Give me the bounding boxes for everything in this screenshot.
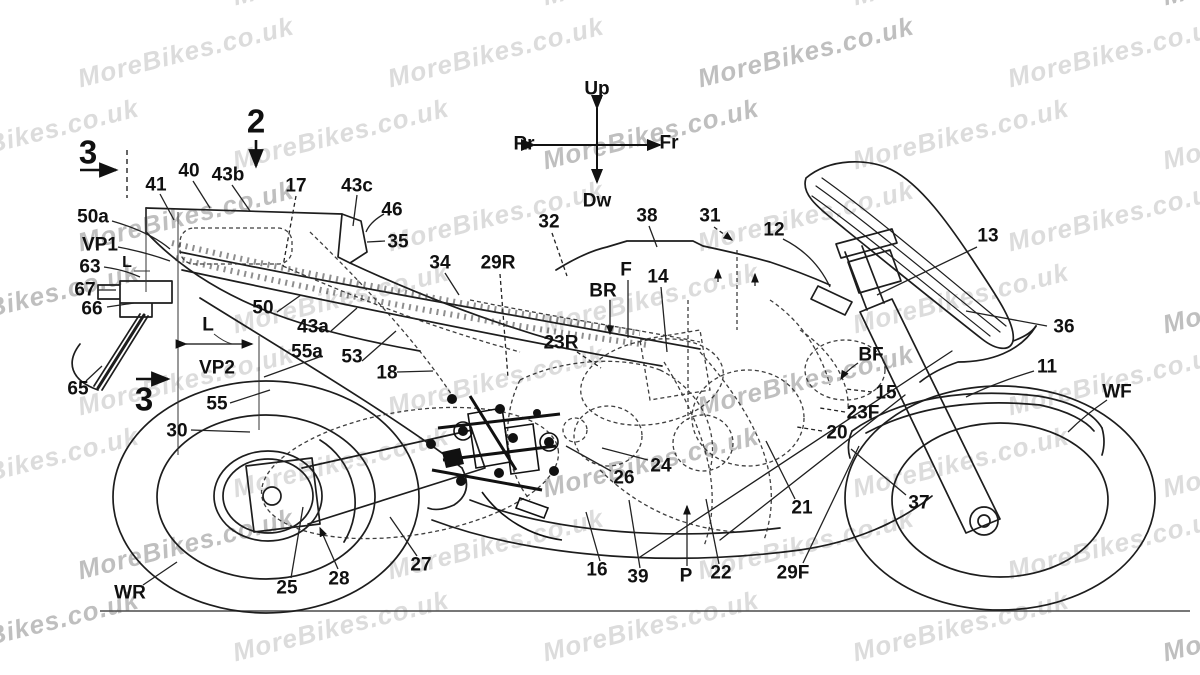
- bodywork-and-wheels: [71, 161, 1156, 614]
- figure-arrows: [80, 140, 264, 387]
- leader-lines: [85, 180, 1108, 586]
- orientation-compass: [521, 95, 662, 184]
- reference-lines: [126, 150, 260, 455]
- linkage-cluster: [426, 394, 563, 541]
- hatched-bands: [171, 240, 649, 348]
- leader-lines-dashed: [282, 195, 873, 570]
- hidden-detail-lines: [179, 227, 886, 547]
